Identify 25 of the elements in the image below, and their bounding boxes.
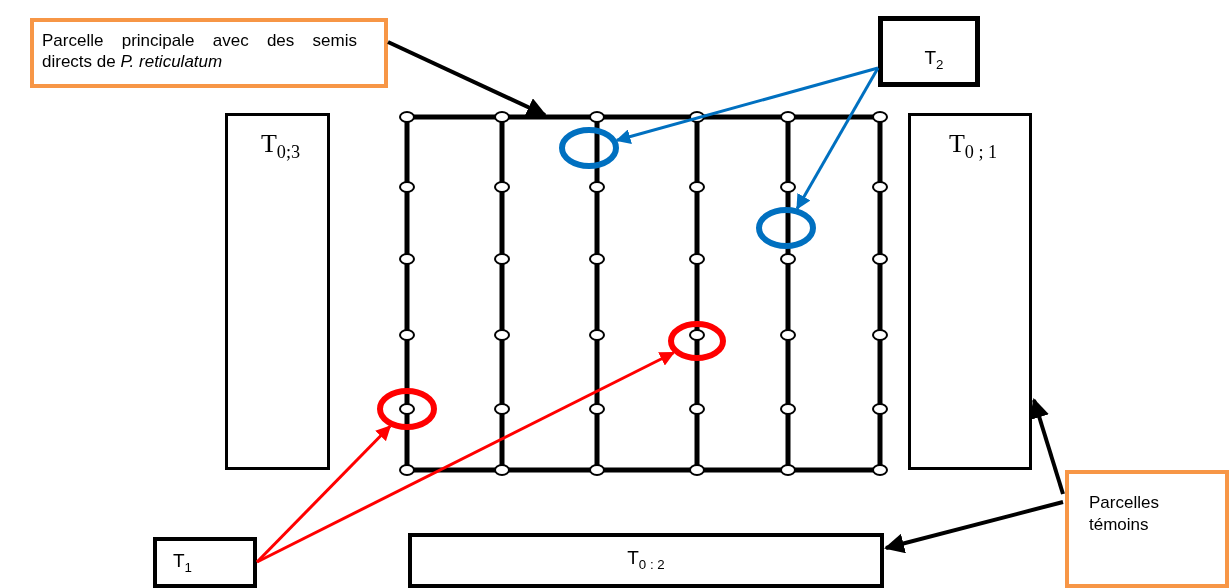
highlight-ring	[668, 321, 726, 361]
highlight-ring	[756, 207, 816, 249]
plot-box	[908, 113, 1032, 470]
plot-label: T$_{1}$	[172, 550, 193, 576]
highlight-ring	[377, 388, 437, 430]
arrow	[795, 67, 880, 210]
callout-text: Parcelles témoins	[1089, 492, 1160, 537]
callout-text: Parcelle principale avec des semis directs de P. reticulatum	[42, 30, 357, 73]
callout-box	[1065, 470, 1229, 588]
callout-box	[30, 18, 388, 88]
plot-label: T$_{0 ; 1}$	[947, 128, 999, 165]
plot-box	[878, 16, 980, 87]
leader-arrow	[387, 40, 547, 117]
plot-box	[225, 113, 330, 470]
leader-arrow	[884, 500, 1064, 554]
plot-label: T$_{0 : 2}$	[626, 547, 666, 573]
plot-box	[408, 533, 884, 588]
highlight-ring	[559, 127, 619, 169]
plot-label: T$_{2}$	[923, 47, 945, 73]
plot-label: T$_{0;3}$	[259, 128, 302, 165]
plot-box	[153, 537, 257, 588]
leader-arrow	[1029, 398, 1065, 495]
arrow	[256, 351, 675, 564]
arrow	[255, 425, 392, 564]
arrow	[615, 66, 879, 144]
